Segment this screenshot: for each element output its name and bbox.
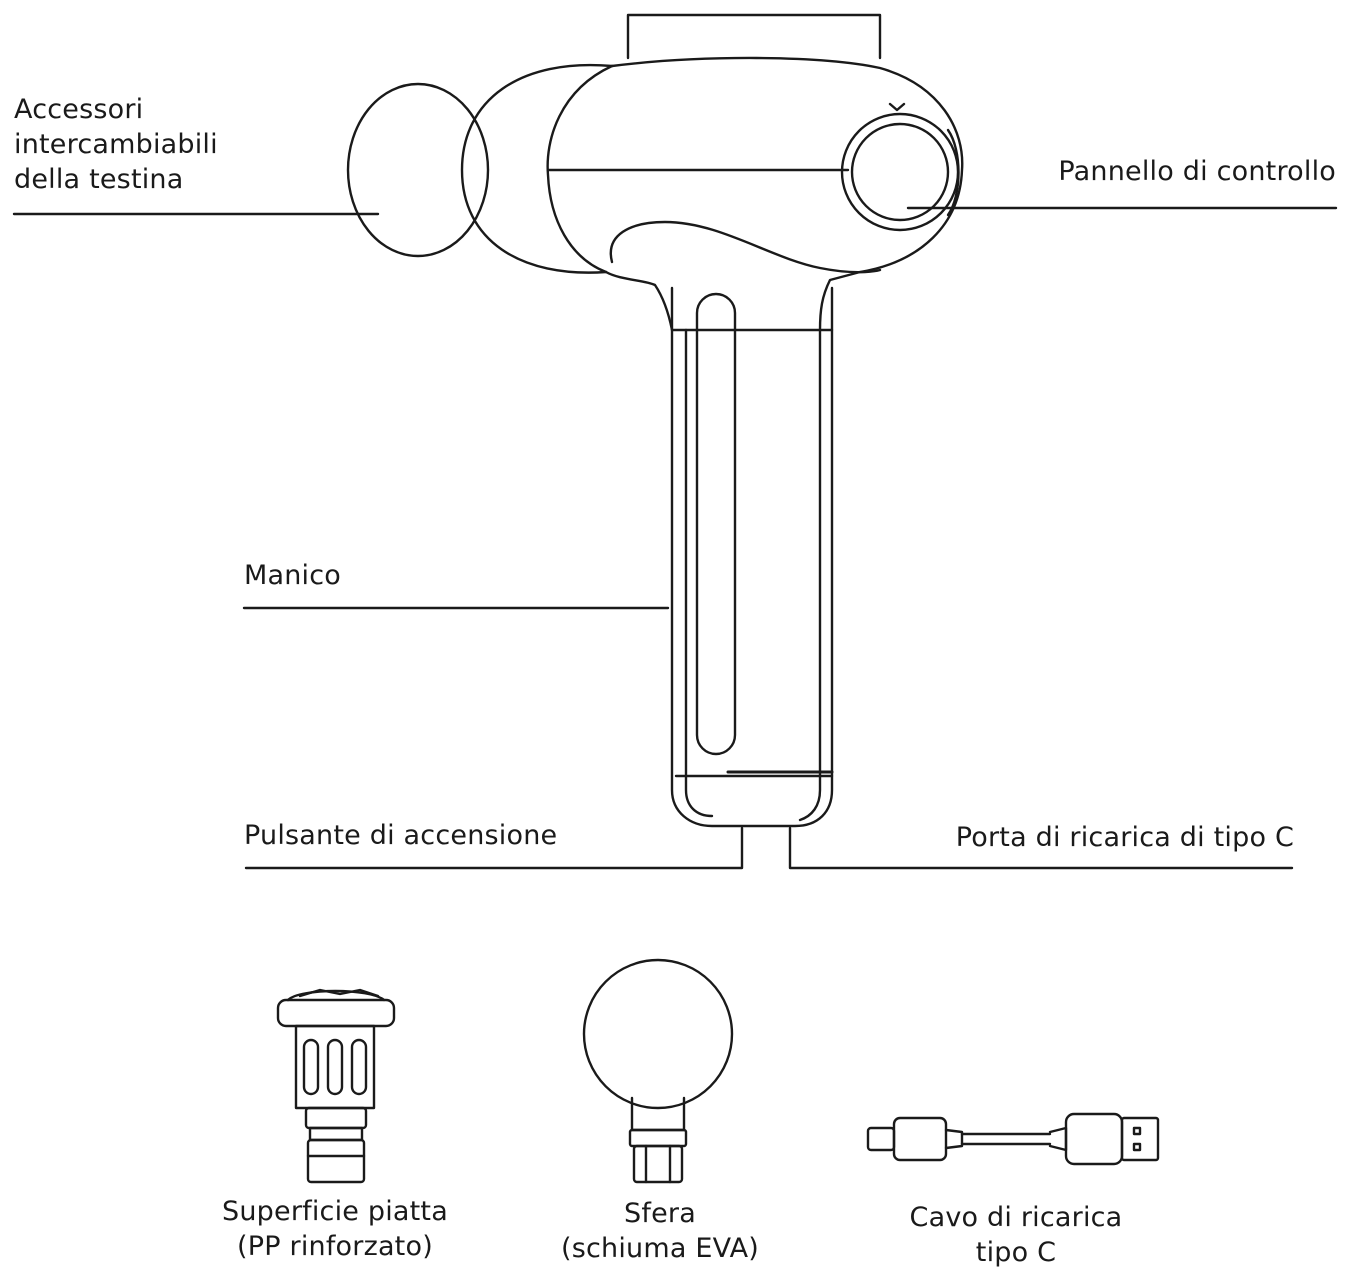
control-panel-ring xyxy=(840,112,960,232)
label-charging-port: Porta di ricarica di tipo C xyxy=(955,822,1294,853)
leader-charging-port xyxy=(788,826,1294,870)
caption-usb-c-cable: Cavo di ricarica tipo C xyxy=(866,1200,1166,1270)
flat-head-icon xyxy=(276,988,396,1184)
caption-flat-head-line-2: (PP rinforzato) xyxy=(237,1231,433,1262)
label-head-accessories-line-2: intercambiabili xyxy=(14,129,218,160)
caption-ball-head-line-1: Sfera xyxy=(624,1198,696,1229)
label-handle: Manico xyxy=(244,560,342,591)
handle-grip-slot xyxy=(695,292,737,756)
leader-power-button xyxy=(244,826,744,870)
caption-flat-head: Superficie piatta (PP rinforzato) xyxy=(185,1194,485,1264)
label-head-accessories-line-1: Accessori xyxy=(14,94,144,125)
caption-usb-c-cable-line-2: tipo C xyxy=(975,1237,1057,1268)
leader-lines xyxy=(12,206,1338,870)
caption-usb-c-cable-line-1: Cavo di ricarica xyxy=(909,1202,1123,1233)
caption-ball-head-line-2: (schiuma EVA) xyxy=(560,1233,759,1264)
label-head-accessories: Accessori intercambiabili della testina xyxy=(14,92,218,197)
handle-outline xyxy=(670,286,834,828)
ball-head-attachment xyxy=(346,82,490,258)
ball-head-icon xyxy=(582,958,734,1184)
label-head-accessories-line-3: della testina xyxy=(14,164,184,195)
caption-flat-head-line-1: Superficie piatta xyxy=(222,1196,448,1227)
usb-c-cable-icon xyxy=(866,1112,1160,1166)
label-control-panel: Pannello di controllo xyxy=(1058,156,1336,187)
massage-gun-illustration xyxy=(346,13,964,828)
label-power-button: Pulsante di accensione xyxy=(244,820,558,851)
caption-ball-head: Sfera (schiuma EVA) xyxy=(510,1196,810,1266)
